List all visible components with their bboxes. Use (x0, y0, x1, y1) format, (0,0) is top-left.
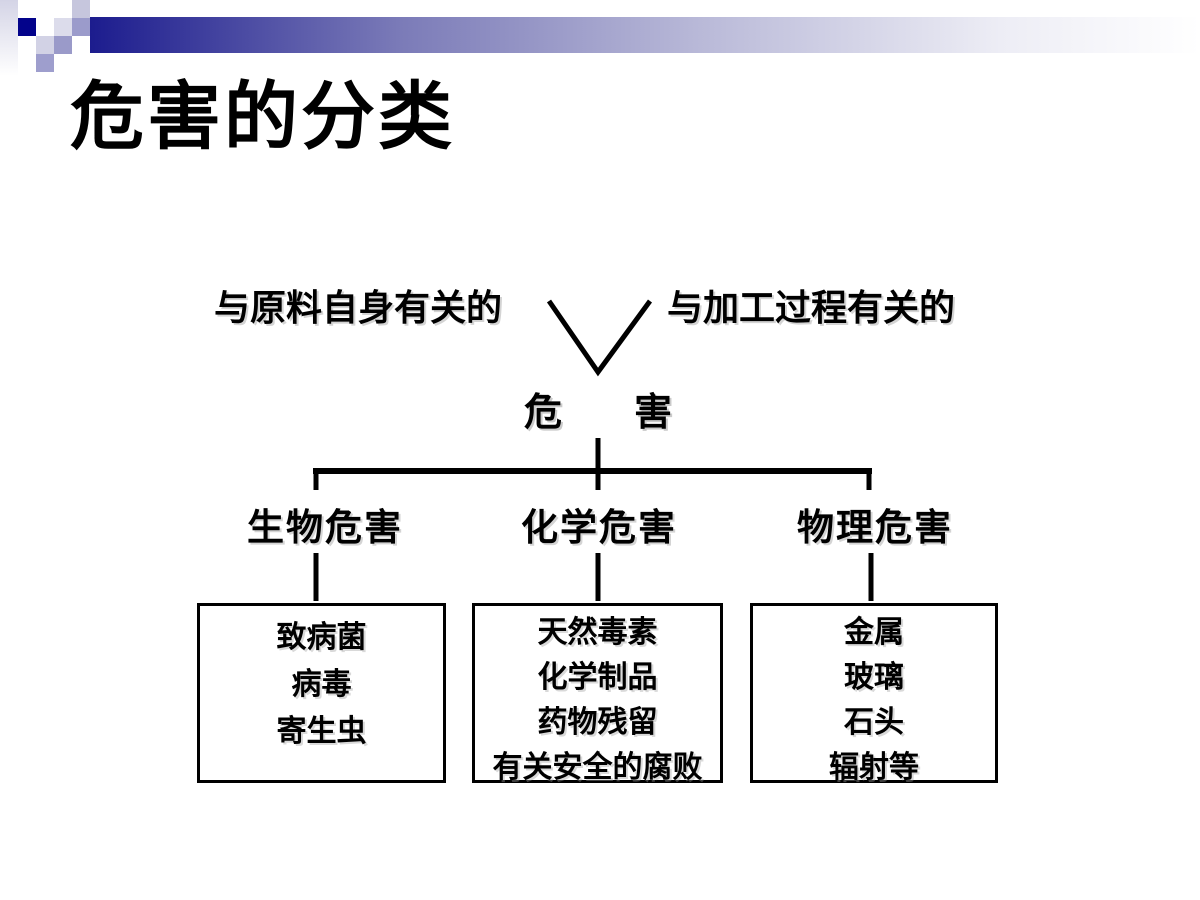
box-item: 石头 (844, 706, 904, 739)
box-item: 玻璃 (844, 661, 904, 694)
box-item: 致病菌 (276, 621, 367, 654)
branch-box-physical: 金属 玻璃 石头 辐射等 (750, 603, 998, 784)
branch-label-biological: 生物危害 (247, 507, 403, 548)
root-node-hazard: 危 害 (524, 381, 672, 436)
box-item: 寄生虫 (276, 715, 367, 748)
box-item: 有关安全的腐败 (492, 751, 703, 784)
deco-square (36, 54, 54, 72)
root-char: 害 (634, 389, 673, 434)
box-item: 辐射等 (829, 751, 919, 784)
deco-square (54, 36, 72, 54)
deco-gradient-strip (0, 0, 18, 76)
root-char: 危 (523, 389, 562, 434)
deco-square (72, 18, 90, 36)
branch-label-chemical: 化学危害 (521, 507, 677, 548)
deco-square (72, 0, 90, 18)
box-item: 天然毒素 (537, 616, 658, 649)
deco-square (18, 18, 36, 36)
branch-box-chemical: 天然毒素 化学制品 药物残留 有关安全的腐败 (472, 603, 723, 784)
source-label-raw-material: 与原料自身有关的 (214, 287, 503, 328)
slide-title: 危害的分类 (70, 75, 455, 158)
source-label-processing: 与加工过程有关的 (667, 287, 956, 328)
box-item: 金属 (844, 616, 904, 649)
branch-label-physical: 物理危害 (797, 507, 953, 548)
branch-box-biological: 致病菌 病毒 寄生虫 (197, 603, 446, 783)
deco-square (36, 36, 54, 54)
box-item: 药物残留 (537, 706, 658, 739)
box-item: 病毒 (291, 668, 352, 701)
deco-square (54, 18, 72, 36)
top-gradient-bar (90, 17, 1200, 53)
box-item: 化学制品 (537, 661, 658, 694)
v-merge-lines (546, 299, 653, 377)
